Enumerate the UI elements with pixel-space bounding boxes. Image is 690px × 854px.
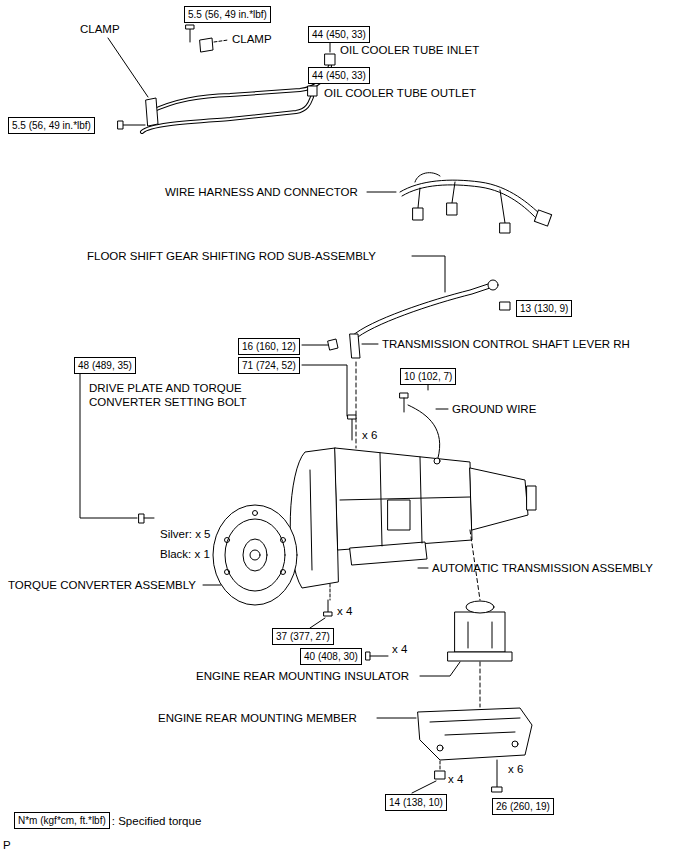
page-code: P <box>3 838 11 852</box>
shift-rod <box>328 280 510 448</box>
torque-spec-box: 5.5 (56, 49 in.*lbf) <box>184 6 271 23</box>
quantity-label: x 6 <box>508 762 523 776</box>
torque-spec-box: 44 (450, 33) <box>308 67 370 84</box>
legend-text: : Specified torque <box>112 814 202 828</box>
torque-value: 14 (138, 10) <box>389 796 443 809</box>
mount-member <box>418 708 532 792</box>
automatic-transmission <box>290 393 536 588</box>
torque-spec-box: N*m (kgf*cm, ft.*lbf) <box>14 812 110 829</box>
torque-spec-box: 14 (138, 10) <box>385 794 447 811</box>
torque-spec-box: 5.5 (56, 49 in.*lbf) <box>8 117 95 134</box>
torque-value: 26 (260, 19) <box>496 800 550 813</box>
torque-spec-box: 16 (160, 12) <box>238 338 300 355</box>
part-label: ENGINE REAR MOUNTING INSULATOR <box>196 669 409 683</box>
part-label: GROUND WIRE <box>452 402 536 416</box>
quantity-label: x 6 <box>362 428 377 442</box>
wire-harness <box>400 173 552 233</box>
torque-value: 13 (130, 9) <box>520 302 568 315</box>
part-label: CLAMP <box>232 32 272 46</box>
torque-spec-box: 48 (489, 35) <box>74 357 136 374</box>
leader-lines <box>80 38 460 793</box>
torque-value: 16 (160, 12) <box>242 340 296 353</box>
oil-cooler-tubes <box>142 54 335 132</box>
torque-spec-box: 71 (724, 52) <box>238 357 300 374</box>
part-label: TORQUE CONVERTER ASSEMBLY <box>8 578 196 592</box>
clamps <box>118 25 213 129</box>
quantity-label: Silver: x 5 <box>160 527 211 541</box>
torque-spec-box: 10 (102, 7) <box>400 368 456 385</box>
torque-spec-box: 37 (377, 27) <box>272 628 334 645</box>
part-label: CLAMP <box>80 22 120 36</box>
part-label: FLOOR SHIFT GEAR SHIFTING ROD SUB-ASSEMB… <box>87 249 376 263</box>
part-label: TRANSMISSION CONTROL SHAFT LEVER RH <box>382 337 630 351</box>
torque-value: 37 (377, 27) <box>276 630 330 643</box>
torque-spec-box: 40 (408, 30) <box>300 648 362 665</box>
torque-value: 5.5 (56, 49 in.*lbf) <box>12 119 91 132</box>
torque-spec-box: 44 (450, 33) <box>308 26 370 43</box>
torque-value: 44 (450, 33) <box>312 69 366 82</box>
part-label: WIRE HARNESS AND CONNECTOR <box>165 185 358 199</box>
quantity-label: Black: x 1 <box>160 547 210 561</box>
quantity-label: x 4 <box>337 604 352 618</box>
part-label: AUTOMATIC TRANSMISSION ASSEMBLY <box>432 561 653 575</box>
torque-value: 44 (450, 33) <box>312 28 366 41</box>
torque-value: 5.5 (56, 49 in.*lbf) <box>188 8 267 21</box>
torque-value: 10 (102, 7) <box>404 370 452 383</box>
torque-value: 71 (724, 52) <box>242 359 296 372</box>
mount-insulator <box>448 530 512 707</box>
torque-spec-box: 13 (130, 9) <box>516 300 572 317</box>
quantity-label: x 4 <box>448 772 463 786</box>
part-label: OIL COOLER TUBE INLET <box>340 43 479 57</box>
quantity-label: x 4 <box>392 642 407 656</box>
torque-value: 48 (489, 35) <box>78 359 132 372</box>
torque-value: N*m (kgf*cm, ft.*lbf) <box>18 814 106 827</box>
part-label: DRIVE PLATE AND TORQUE CONVERTER SETTING… <box>89 381 284 409</box>
torque-value: 40 (408, 30) <box>304 650 358 663</box>
torque-spec-box: 26 (260, 19) <box>492 798 554 815</box>
part-label: ENGINE REAR MOUNTING MEMBER <box>158 711 357 725</box>
part-label: OIL COOLER TUBE OUTLET <box>324 86 476 100</box>
